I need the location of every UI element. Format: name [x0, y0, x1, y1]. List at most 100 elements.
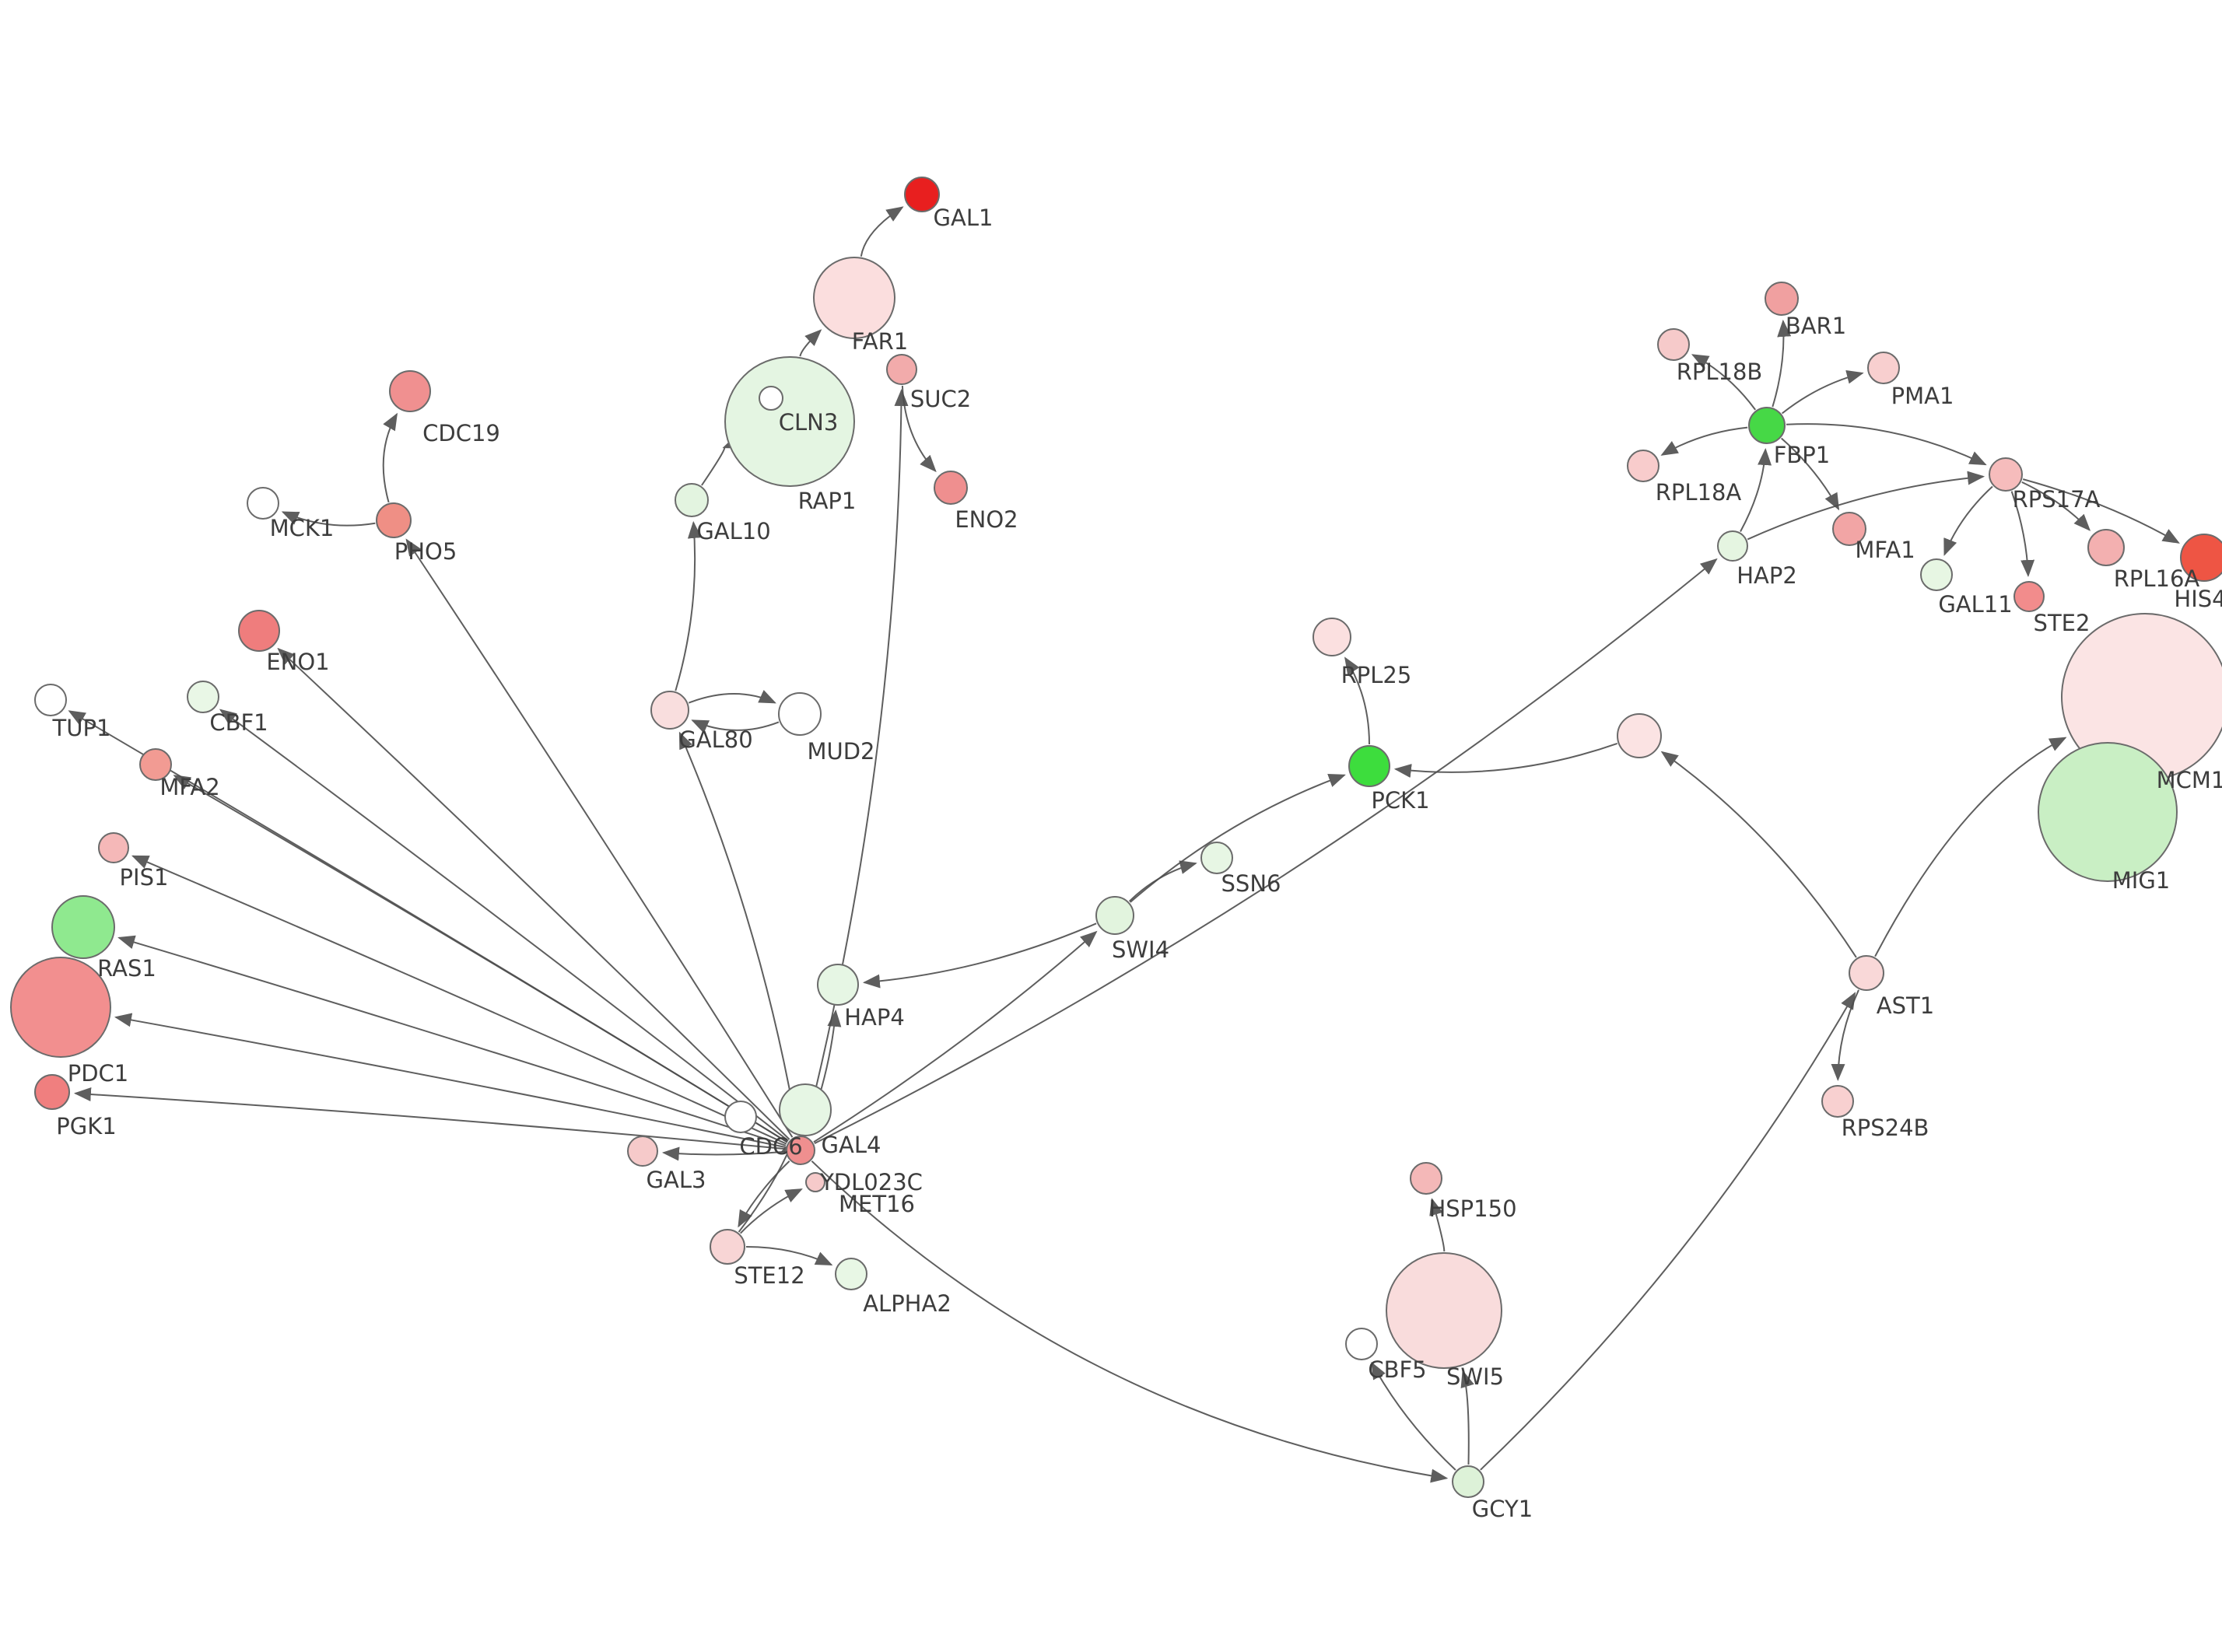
node-bar1[interactable] — [1765, 282, 1799, 316]
node-rap1[interactable] — [724, 356, 855, 487]
node-ssn6[interactable] — [1200, 842, 1233, 874]
node-gal3[interactable] — [627, 1136, 658, 1167]
edge-GCY1-CBF5[interactable] — [1371, 1361, 1456, 1471]
edge-GCY1-AST1[interactable] — [1480, 992, 1856, 1471]
node-pis1[interactable] — [98, 832, 129, 863]
node-ast1[interactable] — [1849, 955, 1884, 991]
node-mig1[interactable] — [2038, 742, 2178, 882]
edge-SUC2-ENO2[interactable] — [901, 385, 937, 473]
node-eno1[interactable] — [238, 610, 280, 652]
edge-SWI4-PCK1[interactable] — [1130, 773, 1346, 903]
node-ste2[interactable] — [2013, 581, 2045, 612]
edge-FBP1-RPL18A[interactable] — [1660, 426, 1748, 456]
edge-UNK1-PCK1[interactable] — [1393, 742, 1618, 778]
node-mud2[interactable] — [778, 692, 822, 736]
edge-AST1-RPS24B[interactable] — [1831, 989, 1859, 1081]
node-swi4[interactable] — [1095, 896, 1134, 935]
node-cln3[interactable] — [759, 386, 783, 411]
node-ras1[interactable] — [51, 895, 115, 959]
edge-GAL4-GAL3[interactable] — [661, 1146, 786, 1161]
node-mfa2[interactable] — [139, 748, 172, 781]
edge-GAL80-MUD2[interactable] — [688, 690, 776, 704]
node-alpha2[interactable] — [835, 1258, 867, 1290]
edge-PCK1-RPL25[interactable] — [1344, 656, 1370, 745]
node-tup1[interactable] — [34, 684, 67, 716]
edge-AST1-UNK1[interactable] — [1660, 751, 1857, 958]
edge-FBP1-RPS17A[interactable] — [1786, 423, 1987, 466]
edge-GAL4-PDC1[interactable] — [114, 1013, 786, 1148]
edge-SWI4-SSN6[interactable] — [1128, 860, 1197, 902]
node-cbf5[interactable] — [1345, 1328, 1378, 1360]
node-hsp150[interactable] — [1410, 1162, 1442, 1195]
edge-PHO5-CDC19[interactable] — [382, 412, 398, 503]
node-eno2[interactable] — [934, 471, 968, 505]
node-pho5[interactable] — [376, 502, 412, 538]
node-mfa1[interactable] — [1832, 512, 1866, 546]
node-fbp1[interactable] — [1748, 407, 1786, 444]
node-gcy1[interactable] — [1452, 1465, 1484, 1498]
edge-RPS17A-GAL11[interactable] — [1943, 485, 1993, 556]
edge-GAL4-PHO5[interactable] — [405, 538, 794, 1138]
node-rps17a[interactable] — [1989, 457, 2023, 492]
node-hap4[interactable] — [817, 964, 859, 1006]
node-hap2[interactable] — [1717, 530, 1748, 562]
edge-GAL10-RAP1[interactable] — [701, 435, 741, 486]
node-gal4[interactable] — [786, 1136, 815, 1165]
edge-GAL4-STE12[interactable] — [738, 1160, 790, 1228]
node-met16[interactable] — [805, 1172, 825, 1192]
edge-GAL4-ENO1[interactable] — [277, 647, 790, 1140]
node-ydl023c[interactable] — [779, 1083, 832, 1136]
node-pdc1[interactable] — [10, 957, 111, 1058]
edge-FBP1-BAR1[interactable] — [1772, 319, 1792, 408]
edge-GAL4-MFA2[interactable] — [173, 775, 788, 1143]
node-swi5[interactable] — [1386, 1252, 1502, 1369]
node-rps24b[interactable] — [1821, 1085, 1854, 1118]
edge-GAL4-SWI4[interactable] — [813, 930, 1098, 1143]
node-his4[interactable] — [2180, 534, 2222, 582]
node-pgk1[interactable] — [34, 1074, 70, 1110]
edge-PHO5-MCK1[interactable] — [281, 511, 376, 527]
edge-SWI4-HAP4[interactable] — [862, 922, 1097, 989]
edge-AST1-MCM1[interactable] — [1874, 737, 2067, 957]
node-cbf1[interactable] — [187, 681, 219, 713]
node-rpl25[interactable] — [1313, 618, 1351, 656]
node-unlabeled[interactable] — [1617, 713, 1662, 758]
node-pck1[interactable] — [1348, 745, 1390, 787]
edge-HAP2-FBP1[interactable] — [1740, 448, 1772, 532]
edge-FBP1-PMA1[interactable] — [1781, 369, 1864, 415]
edge-GAL80-GAL10[interactable] — [675, 520, 702, 691]
edge-RPS17A-HIS4[interactable] — [2022, 478, 2180, 544]
node-cdc19[interactable] — [389, 370, 431, 412]
edge-RPS17A-RPL16A[interactable] — [2021, 481, 2091, 531]
edge-GAL4-PGK1[interactable] — [73, 1087, 786, 1150]
edge-RAP1-FAR1[interactable] — [799, 329, 822, 357]
node-suc2[interactable] — [886, 354, 917, 385]
edge-HAP2-RPS17A[interactable] — [1747, 471, 1985, 541]
edge-GAL4-HAP2[interactable] — [814, 558, 1718, 1144]
edge-GAL4-SUC2[interactable] — [803, 389, 909, 1136]
node-gal11[interactable] — [1920, 558, 1953, 591]
node-rpl16a[interactable] — [2087, 529, 2125, 566]
edge-GAL4-PIS1[interactable] — [131, 855, 787, 1145]
edge-STE12-ALPHA2[interactable] — [745, 1245, 833, 1266]
edge-GAL4-TUP1[interactable] — [68, 710, 788, 1143]
edge-GAL4-CBF1[interactable] — [219, 709, 789, 1142]
node-ste12[interactable] — [710, 1229, 745, 1265]
node-gal10[interactable] — [675, 483, 709, 517]
edge-GAL4-GCY1[interactable] — [811, 1160, 1449, 1483]
edge-GAL4-GAL80[interactable] — [678, 731, 799, 1136]
node-gal80[interactable] — [650, 691, 689, 730]
node-gal1[interactable] — [904, 177, 940, 212]
node-pma1[interactable] — [1867, 352, 1900, 384]
edge-RPS17A-STE2[interactable] — [2010, 491, 2035, 577]
node-rpl18a[interactable] — [1627, 450, 1659, 482]
edge-MUD2-GAL80[interactable] — [691, 719, 780, 733]
edge-FBP1-RPL18B[interactable] — [1691, 354, 1757, 411]
edge-FBP1-MFA1[interactable] — [1781, 437, 1840, 511]
edge-SWI5-HSP150[interactable] — [1429, 1198, 1446, 1252]
node-far1[interactable] — [813, 257, 895, 339]
edge-STE12-MET16[interactable] — [739, 1188, 803, 1234]
edge-GAL4-RAS1[interactable] — [117, 935, 787, 1146]
edge-FAR1-GAL1[interactable] — [860, 206, 904, 257]
